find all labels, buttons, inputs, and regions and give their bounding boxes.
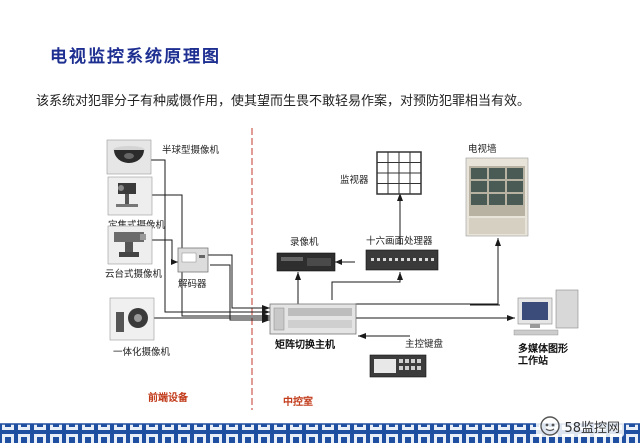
fixed-camera-icon bbox=[107, 176, 153, 216]
watermark-text: 58监控网 bbox=[564, 420, 620, 436]
control-room-zone-label: 中控室 bbox=[283, 395, 313, 408]
watermark: 58监控网 bbox=[536, 415, 624, 437]
recorder-label: 录像机 bbox=[290, 236, 319, 248]
monitor-label: 监视器 bbox=[340, 174, 369, 186]
dome-camera-label: 半球型摄像机 bbox=[162, 144, 220, 156]
integrated-camera-label: 一体化摄像机 bbox=[113, 346, 171, 358]
matrix-switcher-label: 矩阵切换主机 bbox=[275, 338, 335, 351]
tv-wall-label: 电视墙 bbox=[468, 143, 497, 155]
workstation-label-line1: 多媒体图形 bbox=[518, 342, 568, 355]
dome-camera-icon bbox=[106, 139, 152, 175]
tv-wall-icon bbox=[465, 157, 529, 237]
wechat-icon bbox=[540, 416, 561, 436]
page-title: 电视监控系统原理图 bbox=[50, 47, 221, 67]
monitor-icon bbox=[376, 151, 422, 195]
control-keyboard-label: 主控键盘 bbox=[405, 338, 444, 350]
quad-processor-label: 十六画面处理器 bbox=[366, 235, 433, 247]
ptz-camera-label: 云台式摄像机 bbox=[105, 268, 163, 280]
workstation-icon bbox=[513, 289, 579, 336]
footer-band bbox=[0, 424, 640, 443]
workstation-label-line2: 工作站 bbox=[518, 354, 548, 367]
control-keyboard-icon bbox=[369, 354, 427, 378]
decoder-label: 解码器 bbox=[178, 278, 207, 290]
page-subtitle: 该系统对犯罪分子有种威慑作用，使其望而生畏不敢轻易作案，对预防犯罪相当有效。 bbox=[36, 94, 531, 109]
recorder-icon bbox=[276, 252, 336, 272]
ptz-camera-icon bbox=[107, 225, 153, 265]
matrix-switcher-icon bbox=[269, 303, 357, 335]
front-end-zone-label: 前端设备 bbox=[148, 391, 189, 404]
quad-processor-icon bbox=[365, 249, 439, 271]
decoder-icon bbox=[177, 247, 209, 273]
arrowheads bbox=[171, 193, 515, 339]
integrated-camera-icon bbox=[109, 297, 155, 341]
